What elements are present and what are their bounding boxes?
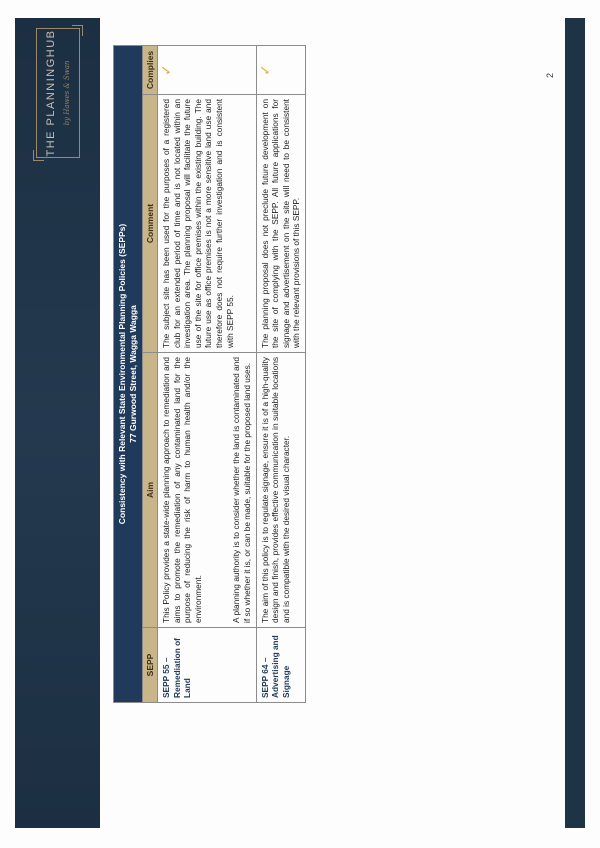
logo-text: THE PLANNINGHUB <box>45 29 57 157</box>
aim-cell: This Policy provides a state-wide planni… <box>157 352 257 628</box>
sepp-cell: SEPP 55 – Remediation of Land <box>157 627 257 703</box>
logo-tagline: by Hawes & Swan <box>63 60 71 126</box>
table-row: SEPP 55 – Remediation of Land This Polic… <box>157 45 257 703</box>
check-icon: ✓ <box>256 45 306 95</box>
aim-text: A planning authority is to consider whet… <box>231 357 252 623</box>
aim-text: This Policy provides a state-wide planni… <box>161 357 203 623</box>
planninghub-logo: THE PLANNINGHUB by Hawes & Swan <box>33 25 83 161</box>
logo-corner-icon <box>72 25 83 36</box>
comment-cell: The subject site has been used for the p… <box>157 94 257 353</box>
aim-spacer <box>217 357 231 623</box>
column-header-sepp: SEPP <box>142 627 158 703</box>
table-header-row: SEPP Aim Comment Complies <box>142 45 158 703</box>
column-header-complies: Complies <box>142 45 158 95</box>
comment-cell: The planning proposal does not preclude … <box>256 94 306 353</box>
check-icon: ✓ <box>157 45 257 95</box>
table-row: SEPP 64 – Advertising and Signage The ai… <box>256 45 306 703</box>
table-title-cell: Consistency with Relevant State Environm… <box>113 45 143 703</box>
column-header-comment: Comment <box>142 94 158 353</box>
footer-bar <box>565 18 585 828</box>
table-subtitle: 77 Gurwood Street, Wagga Wagga <box>128 305 138 443</box>
column-header-aim: Aim <box>142 352 158 628</box>
table-title-row: Consistency with Relevant State Environm… <box>113 45 143 703</box>
table-title: Consistency with Relevant State Environm… <box>117 223 127 525</box>
sepp-consistency-table: Consistency with Relevant State Environm… <box>113 45 306 703</box>
sepp-cell: SEPP 64 – Advertising and Signage <box>256 627 306 703</box>
logo-corner-icon <box>33 150 44 161</box>
header-banner: THE PLANNINGHUB by Hawes & Swan <box>15 18 100 828</box>
page-number: 2 <box>545 72 555 78</box>
aim-text: The aim of this policy is to regulate si… <box>259 357 291 623</box>
aim-cell: The aim of this policy is to regulate si… <box>256 352 306 628</box>
aim-spacer <box>203 357 217 623</box>
